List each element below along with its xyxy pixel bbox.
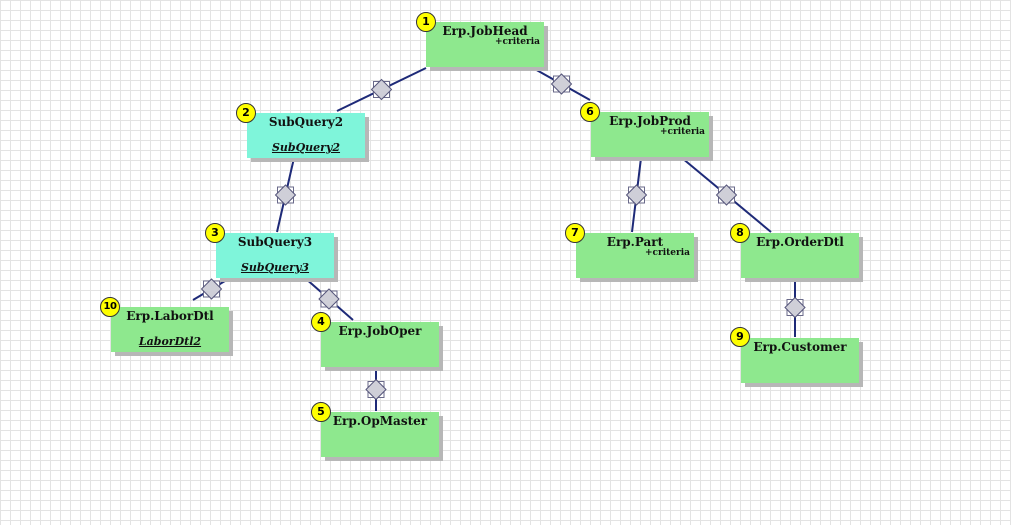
node-number-badge[interactable]: 4 — [311, 312, 331, 332]
join-diamond-icon[interactable] — [365, 378, 387, 401]
table-node-9[interactable]: Erp.Customer — [741, 338, 859, 383]
join-diamond-icon[interactable] — [625, 184, 648, 206]
node-criteria: +criteria — [494, 37, 540, 47]
node-title: Erp.JobOper — [338, 324, 422, 338]
node-number-badge[interactable]: 5 — [311, 402, 331, 422]
node-title: Erp.JobHead — [442, 24, 528, 38]
join-link-4-5[interactable] — [365, 368, 387, 411]
node-number-badge[interactable]: 8 — [730, 223, 750, 243]
node-number-badge[interactable]: 2 — [236, 103, 256, 123]
node-alias[interactable]: SubQuery3 — [240, 261, 310, 274]
node-number-badge[interactable]: 7 — [565, 223, 585, 243]
node-title: SubQuery3 — [237, 235, 313, 249]
join-diamond-icon[interactable] — [550, 73, 573, 95]
node-criteria: +criteria — [644, 248, 690, 258]
node-title: Erp.JobProd — [609, 114, 691, 128]
join-diamond-icon[interactable] — [318, 288, 340, 310]
node-alias[interactable]: LaborDtl2 — [138, 335, 202, 348]
table-node-5[interactable]: Erp.OpMaster — [321, 412, 439, 457]
table-node-4[interactable]: Erp.JobOper — [321, 322, 439, 367]
node-title: Erp.LaborDtl — [126, 309, 214, 323]
node-criteria: +criteria — [659, 127, 705, 137]
node-number-badge[interactable]: 3 — [205, 223, 225, 243]
table-node-8[interactable]: Erp.OrderDtl — [741, 233, 859, 278]
table-node-7[interactable]: Erp.Part+criteria — [576, 233, 694, 278]
join-link-2-3[interactable] — [274, 157, 297, 233]
join-link-6-8[interactable] — [681, 157, 772, 233]
node-number-badge[interactable]: 9 — [730, 327, 750, 347]
node-number-badge[interactable]: 1 — [416, 12, 436, 32]
table-node-1[interactable]: Erp.JobHead+criteria — [426, 22, 544, 67]
node-title: Erp.OpMaster — [332, 414, 428, 428]
join-diamond-icon[interactable] — [274, 184, 297, 206]
node-title: SubQuery2 — [268, 115, 344, 129]
join-link-3-10[interactable] — [192, 277, 231, 301]
node-number-badge[interactable]: 10 — [100, 297, 120, 317]
node-title: Erp.OrderDtl — [756, 235, 844, 249]
join-link-8-9[interactable] — [784, 278, 806, 337]
node-title: Erp.Part — [606, 235, 664, 249]
join-diamond-icon[interactable] — [370, 78, 393, 101]
join-link-1-2[interactable] — [336, 67, 427, 112]
join-diamond-icon[interactable] — [200, 278, 223, 300]
join-link-3-4[interactable] — [304, 277, 354, 321]
join-diamond-icon[interactable] — [784, 296, 806, 319]
node-title: Erp.Customer — [753, 340, 847, 354]
join-link-1-6[interactable] — [532, 67, 591, 101]
node-alias[interactable]: SubQuery2 — [271, 141, 341, 154]
table-node-6[interactable]: Erp.JobProd+criteria — [591, 112, 709, 157]
join-link-6-7[interactable] — [625, 157, 648, 233]
join-diamond-icon[interactable] — [715, 184, 738, 206]
node-number-badge[interactable]: 6 — [580, 102, 600, 122]
